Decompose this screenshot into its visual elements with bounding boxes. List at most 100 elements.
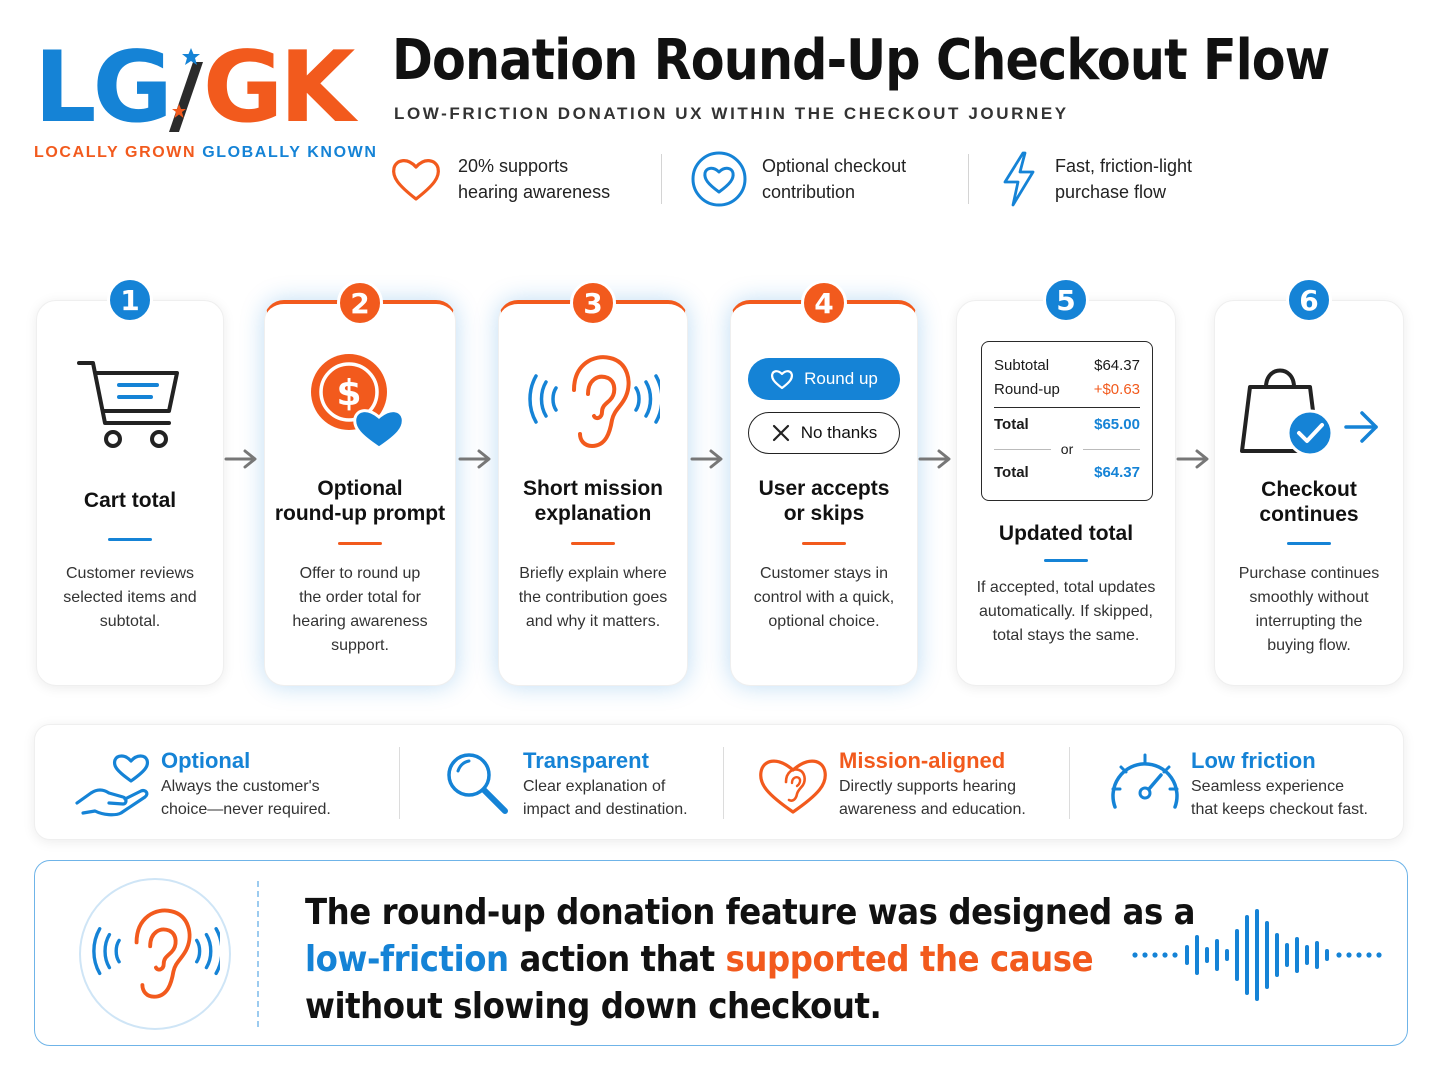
principle-line1: Always the customer's	[161, 778, 320, 795]
total-accepted-row: Total $65.00	[994, 413, 1140, 437]
callout-line3: without slowing down checkout.	[305, 986, 882, 1027]
desc-line: interrupting the	[1255, 613, 1363, 630]
desc-line: total stays the same.	[992, 627, 1140, 644]
speedometer-icon	[1111, 753, 1179, 809]
step-title: Updated total	[998, 522, 1134, 545]
principle-mission-aligned: Mission-aligned Directly supports hearin…	[747, 743, 1026, 823]
step-description: Offer to round up the order total for he…	[275, 562, 445, 658]
or-divider: or	[994, 439, 1140, 459]
desc-line: and why it matters.	[525, 613, 661, 630]
step-title: User accepts or skips	[737, 476, 911, 526]
callout-highlight-orange: supported the cause	[725, 939, 1094, 980]
round-up-button[interactable]: Round up	[748, 358, 900, 400]
feature-line1: Optional checkout	[762, 156, 907, 176]
step-description: If accepted, total updates automatically…	[967, 576, 1165, 648]
feature-line2: hearing awareness	[458, 182, 611, 202]
step-title: Checkout continues	[1221, 477, 1397, 527]
divider	[1069, 747, 1070, 819]
divider	[399, 747, 400, 819]
step-number-badge: 5	[1043, 277, 1089, 323]
step-mission-explanation: 3 Short mission explanation Briefly expl…	[498, 280, 688, 686]
callout-statement: The round-up donation feature was design…	[305, 889, 1195, 1030]
desc-line: optional choice.	[768, 613, 880, 630]
heart-outline-icon	[392, 159, 440, 201]
desc-line: support.	[331, 637, 389, 654]
desc-line: Purchase continues	[1238, 565, 1380, 582]
hand-heart-icon	[75, 754, 150, 817]
principle-line1: Directly supports hearing	[839, 778, 1016, 795]
no-thanks-button[interactable]: No thanks	[748, 412, 900, 454]
desc-line: control with a quick,	[753, 589, 895, 606]
title-line: Optional	[317, 477, 403, 500]
total-label: Total	[994, 416, 1029, 433]
feature-fast-flow: Fast, friction-light purchase flow	[997, 148, 1227, 210]
feature-line1: Fast, friction-light	[1055, 156, 1193, 176]
principle-transparent: Transparent Clear explanation of impact …	[431, 743, 688, 823]
desc-line: buying flow.	[1267, 637, 1351, 654]
page-subtitle: LOW-FRICTION DONATION UX WITHIN THE CHEC…	[394, 104, 1069, 123]
logo-slash-stars-icon	[168, 40, 203, 136]
title-line: Checkout	[1261, 478, 1357, 501]
desc-line: Customer reviews	[65, 565, 195, 582]
subtotal-value: $64.37	[1094, 357, 1140, 374]
totals-card: Subtotal $64.37 Round-up +$0.63 Total $6…	[981, 341, 1153, 501]
title-line: or skips	[783, 502, 865, 525]
no-thanks-label: No thanks	[800, 423, 878, 442]
title-line: explanation	[534, 502, 652, 525]
desc-line: Briefly explain where	[519, 565, 667, 582]
step-divider	[571, 542, 615, 545]
principles-strip: Optional Always the customer's choice—ne…	[34, 724, 1404, 840]
step-divider	[1287, 542, 1331, 545]
divider	[994, 407, 1140, 408]
step-checkout-continues: 6 Checkout continues Purchase continues …	[1214, 277, 1404, 686]
subtotal-label: Subtotal	[994, 357, 1050, 374]
divider	[257, 881, 259, 1027]
total-label: Total	[994, 464, 1029, 481]
desc-line: the order total for	[299, 589, 421, 606]
magnifier-icon	[447, 753, 508, 814]
step-title: Optional round-up prompt	[271, 476, 449, 526]
arrow-right-icon	[458, 449, 491, 469]
feature-line1: 20% supports	[458, 156, 569, 176]
step-description: Customer reviews selected items and subt…	[47, 562, 213, 634]
principle-title: Low friction	[1191, 748, 1316, 773]
step-number-badge: 6	[1286, 277, 1332, 323]
callout-line1: The round-up donation feature was design…	[305, 892, 1196, 933]
desc-line: hearing awareness	[292, 613, 428, 630]
feature-hearing-awareness: 20% supports hearing awareness	[388, 148, 633, 210]
summary-callout: The round-up donation feature was design…	[34, 860, 1408, 1046]
step-number-badge: 4	[801, 280, 847, 326]
roundup-label: Round-up	[994, 381, 1060, 398]
desc-line: subtotal.	[99, 613, 161, 630]
arrow-right-icon	[224, 449, 257, 469]
feature-optional-contribution: Optional checkout contribution	[690, 148, 940, 210]
arrow-right-icon	[918, 449, 951, 469]
logo-tagline: LOCALLY GROWN GLOBALLY KNOWN	[34, 144, 376, 162]
logo-text-lg: LG	[34, 31, 173, 145]
arrow-right-icon	[1176, 449, 1209, 469]
principle-line2: awareness and education.	[839, 801, 1026, 818]
close-icon	[772, 424, 789, 442]
step-round-up-prompt: 2 $ Optional round-up prompt Offer to ro…	[264, 280, 456, 686]
title-line: User accepts	[758, 477, 890, 500]
divider	[968, 154, 969, 204]
step-number-badge: 1	[107, 277, 153, 323]
principle-line1: Seamless experience	[1191, 778, 1344, 795]
step-divider	[802, 542, 846, 545]
principle-title: Mission-aligned	[839, 748, 1006, 773]
principle-line2: choice—never required.	[161, 801, 331, 818]
principle-low-friction: Low friction Seamless experience that ke…	[1099, 743, 1368, 823]
subtotal-row: Subtotal $64.37	[994, 354, 1140, 378]
desc-line: selected items and	[63, 589, 197, 606]
lightning-icon	[1003, 151, 1035, 207]
callout-line2: low-friction action that supported the c…	[305, 936, 1195, 983]
title-line: Short mission	[522, 477, 664, 500]
logo-text-gk: GK	[202, 31, 355, 145]
principle-optional: Optional Always the customer's choice—ne…	[69, 743, 331, 823]
desc-line: If accepted, total updates	[976, 579, 1156, 596]
heart-outline-icon	[771, 370, 794, 390]
desc-line: automatically. If skipped,	[978, 603, 1153, 620]
desc-line: the contribution goes	[518, 589, 668, 606]
principle-title: Transparent	[523, 748, 649, 773]
or-label: or	[1060, 441, 1074, 457]
